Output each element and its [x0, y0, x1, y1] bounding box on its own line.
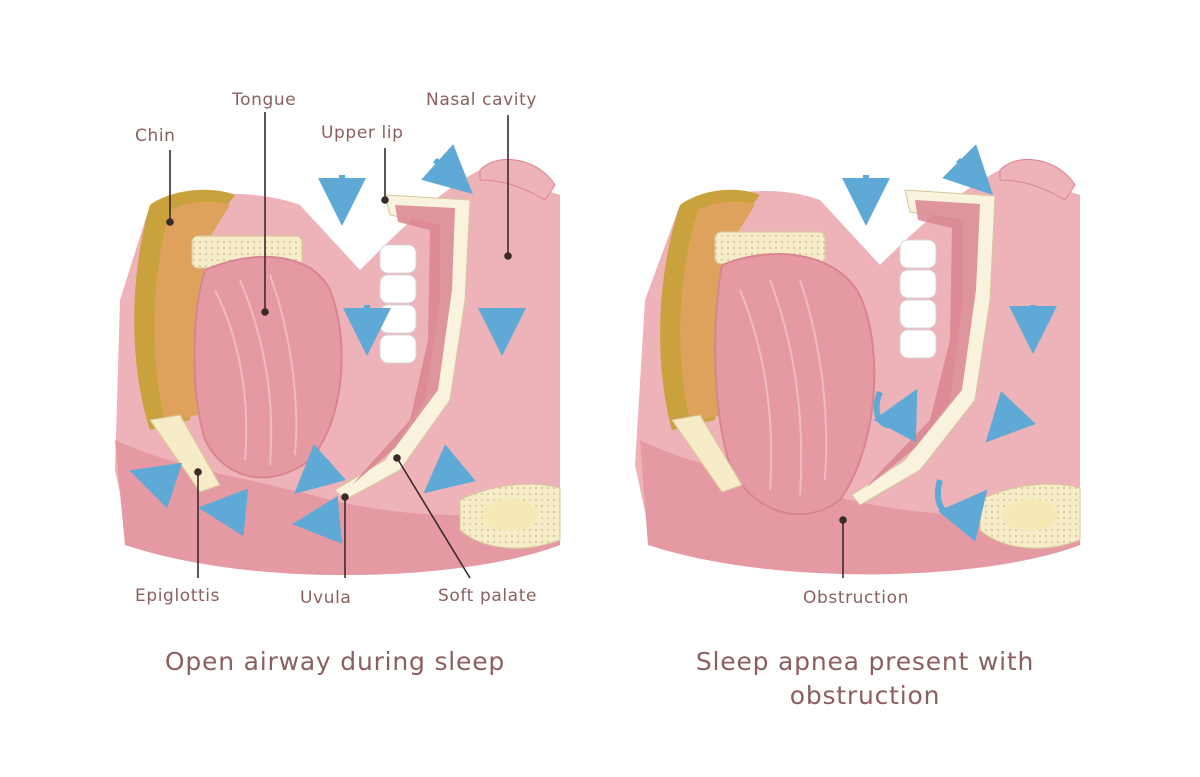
airflow-arrows-right — [842, 144, 1057, 542]
vertebrae-right — [899, 239, 937, 359]
label-uvula: Uvula — [300, 588, 352, 608]
tongue-obstructing — [714, 253, 876, 516]
caption-right-line2: obstruction — [789, 681, 941, 710]
chin-fat — [154, 201, 230, 422]
label-upper-lip: Upper lip — [321, 123, 404, 143]
right-anatomy — [635, 144, 1081, 575]
label-obstruction: Obstruction — [803, 588, 909, 608]
label-epiglottis: Epiglottis — [135, 586, 221, 606]
leader-lines-right — [839, 516, 847, 578]
airflow-arrows-left — [129, 144, 526, 544]
label-nasal-cavity: Nasal cavity — [426, 90, 538, 110]
caption-left: Open airway during sleep — [164, 647, 506, 676]
label-chin: Chin — [135, 126, 176, 146]
caption-right-line1: Sleep apnea present with — [695, 647, 1035, 676]
leader-lines-left — [166, 112, 512, 579]
left-anatomy — [115, 144, 561, 576]
label-soft-palate: Soft palate — [438, 586, 538, 606]
epiglottis-shape — [149, 414, 221, 493]
tongue-muscle — [193, 255, 343, 479]
label-tongue: Tongue — [232, 90, 297, 110]
caption-right: Sleep apnea present with obstruction — [650, 645, 1080, 713]
